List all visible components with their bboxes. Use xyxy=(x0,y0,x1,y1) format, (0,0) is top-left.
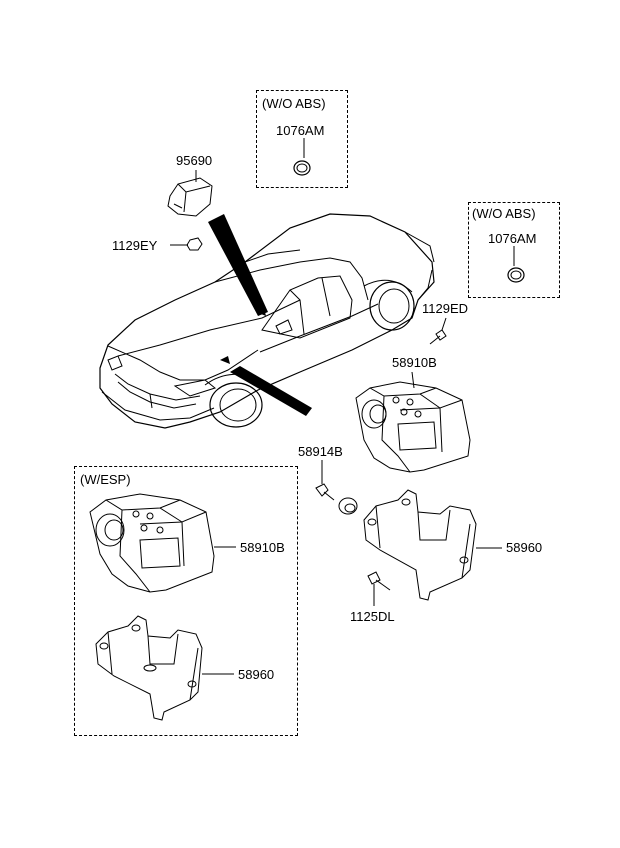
hecu-drawing-main xyxy=(355,381,471,473)
part-label-1125dl: 1125DL xyxy=(350,609,395,624)
sensor-module-drawing xyxy=(167,177,213,217)
leader-wedge-hecu xyxy=(230,366,312,416)
part-label-1076am-1: 1076AM xyxy=(276,123,325,138)
nut-drawing xyxy=(186,237,203,251)
hecu-drawing-esp xyxy=(89,493,215,593)
bracket-drawing-esp xyxy=(95,615,203,721)
leader-wedge-sensor xyxy=(208,214,268,316)
ring-drawing-1 xyxy=(293,160,311,176)
part-label-58910b-main: 58910B xyxy=(392,355,437,370)
part-label-1129ed: 1129ED xyxy=(422,301,469,316)
part-label-58914b: 58914B xyxy=(298,444,343,459)
bushing-drawing xyxy=(315,483,358,515)
part-label-1129ey: 1129EY xyxy=(112,238,158,253)
part-label-1076am-2: 1076AM xyxy=(488,231,537,246)
part-label-58960-esp: 58960 xyxy=(238,667,275,682)
part-label-58960-main: 58960 xyxy=(506,540,543,555)
callout-box-wo-abs-2 xyxy=(468,202,560,298)
callout-title-wo-abs-1: (W/O ABS) xyxy=(262,96,326,111)
callout-box-wo-abs-1 xyxy=(256,90,348,188)
callout-title-w-esp: (W/ESP) xyxy=(80,472,131,487)
bracket-drawing-main xyxy=(363,489,477,601)
bracket-bolt-drawing xyxy=(367,571,391,591)
bolt-drawing-top xyxy=(429,329,447,345)
part-label-58910b-esp: 58910B xyxy=(240,540,285,555)
part-label-95690: 95690 xyxy=(176,153,213,168)
callout-title-wo-abs-2: (W/O ABS) xyxy=(472,206,536,221)
ring-drawing-2 xyxy=(507,267,525,283)
callout-box-w-esp xyxy=(74,466,298,736)
